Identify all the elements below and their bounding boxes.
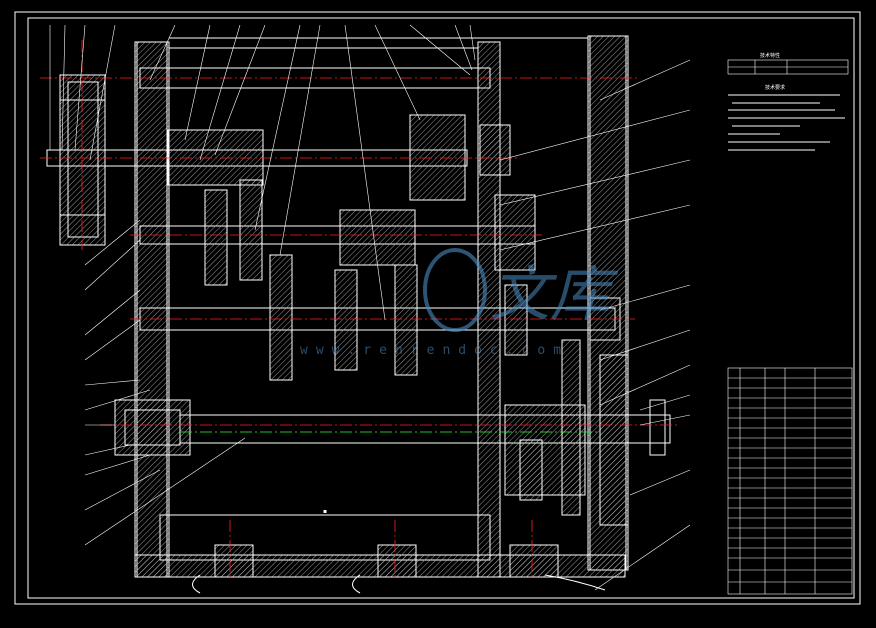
tech-requirements-lines xyxy=(728,94,845,151)
outer-border xyxy=(14,11,861,605)
input-shaft xyxy=(139,67,511,201)
center-lines xyxy=(40,40,680,580)
watermark-url: www.renrendoc.com xyxy=(300,343,570,358)
intermediate-shaft-1 xyxy=(139,179,536,286)
tech-requirements-title: 技术要求 xyxy=(765,85,786,91)
gearbox-housing xyxy=(134,35,629,578)
v-belt-pulley xyxy=(46,74,468,246)
leader-lines xyxy=(49,24,691,591)
tech-spec-table xyxy=(727,59,849,75)
center-mark: ▪ xyxy=(323,508,328,515)
inner-border xyxy=(27,17,855,599)
base-feet xyxy=(192,544,606,594)
tech-spec-title: 技术特性 xyxy=(760,53,781,59)
watermark-logo-ring xyxy=(423,248,487,332)
output-shaft xyxy=(114,339,671,516)
watermark-logo: 文库 xyxy=(490,260,619,330)
parts-list-table xyxy=(727,367,853,595)
